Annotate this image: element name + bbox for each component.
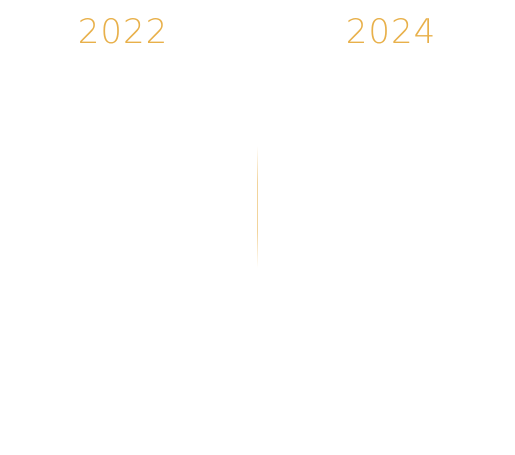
- left-year-label: 2022: [77, 12, 169, 52]
- center-divider: [257, 146, 258, 268]
- right-year-label: 2024: [345, 12, 437, 52]
